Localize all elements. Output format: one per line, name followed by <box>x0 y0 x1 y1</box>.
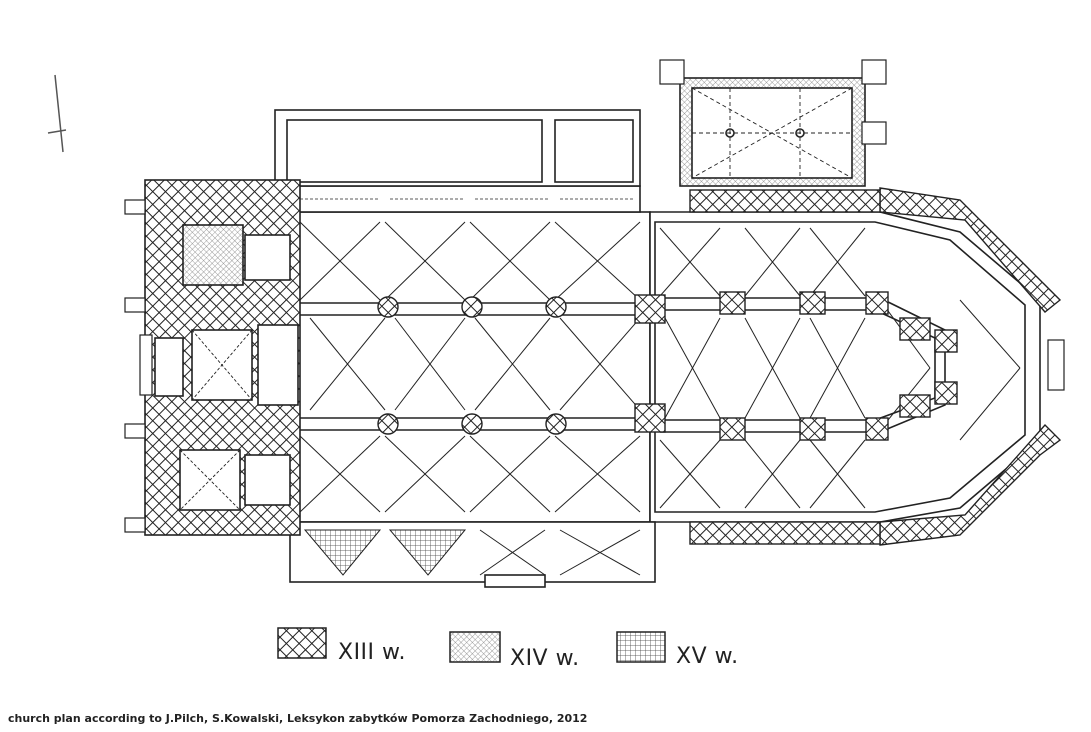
legend-label-13c: XIII w. <box>338 640 406 665</box>
west-tower <box>144 179 301 536</box>
south-aisle-vaults <box>299 435 641 513</box>
main-nave-vaults <box>309 317 641 411</box>
source-caption: church plan according to J.Pilch, S.Kowa… <box>8 712 588 725</box>
north-aisle-vaults <box>299 221 641 301</box>
piers <box>377 187 1062 546</box>
legend-label-14c: XIV w. <box>510 646 580 671</box>
north-arrow-icon <box>47 74 67 153</box>
legend <box>277 627 666 663</box>
buttresses <box>124 59 1065 533</box>
legend-swatch-15c <box>616 631 666 663</box>
chancel-outline <box>649 211 1041 523</box>
legend-swatch-13c <box>277 627 327 659</box>
legend-label-15c: XV w. <box>676 644 739 669</box>
north-annex <box>274 109 641 187</box>
legend-swatch-14c <box>449 631 501 663</box>
